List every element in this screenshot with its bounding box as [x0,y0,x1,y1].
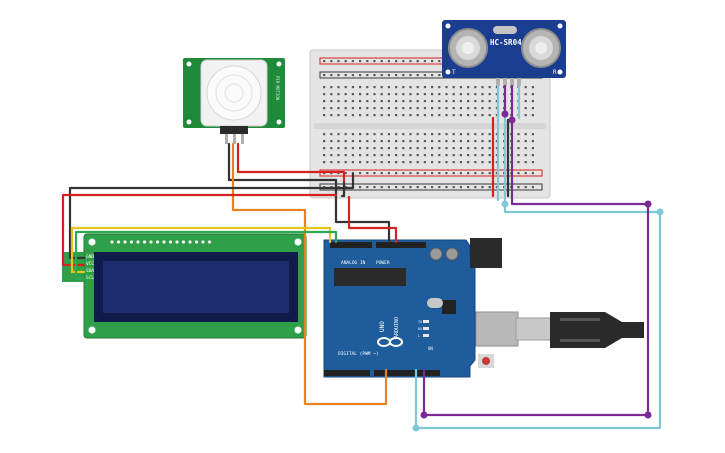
brand-label: UNO [379,321,386,332]
ultrasonic-t-label: T [452,69,456,76]
pir-sensor: PIR MOTION [183,58,285,144]
lcd-display: GND VCC SDA SCL [62,233,307,339]
breadboard [309,49,551,199]
lcd-pin-vcc: VCC [86,261,94,267]
lcd-pin-scl: SCL [86,275,94,281]
power-label: POWER [376,260,390,266]
ultrasonic-sensor: HC-SR04 T R [442,20,566,86]
lcd-screen [103,261,289,313]
l-led-label: L [418,334,420,338]
infinity-logo [377,337,403,347]
usb-cable [515,312,644,348]
analog-in-label: ANALOG IN [341,260,366,266]
pir-label: PIR MOTION [275,76,280,101]
rx-led-label: RX [418,327,423,331]
ultrasonic-model-label: HC-SR04 [490,38,522,47]
digital-label: DIGITAL (PWM ~) [338,351,379,357]
lcd-pin-sda: SDA [86,268,94,274]
wire-markers [412,110,664,432]
lcd-pin-gnd: GND [86,254,94,260]
ultrasonic-r-label: R [553,69,557,76]
arduino-name-label: ARDUINO [394,317,400,338]
on-led-label: ON [428,346,433,351]
tx-led-label: TX [418,320,423,324]
arduino-uno: ANALOG IN POWER DIGITAL (PWM ~) UNO ARDU… [323,238,519,378]
